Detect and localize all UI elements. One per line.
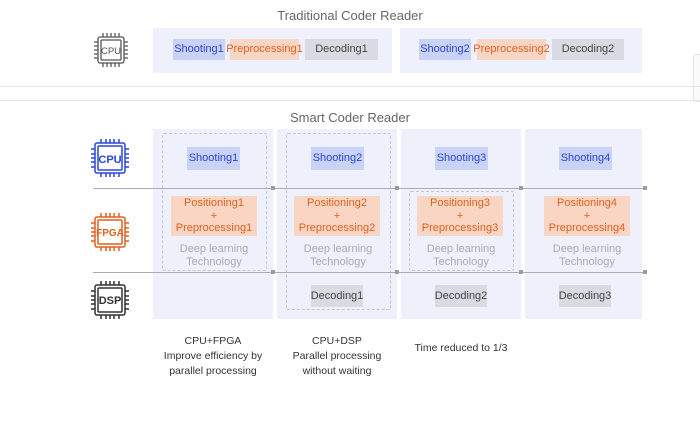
- node: [271, 270, 275, 274]
- smart-positioning1: Positioning1+Preprocessing1: [171, 196, 257, 236]
- cpu-chip-icon-blue: CPU: [91, 139, 129, 177]
- smart-decoding3: Decoding3: [559, 285, 611, 307]
- row-divider-2: [93, 272, 643, 273]
- dashed-group-2: [286, 133, 391, 310]
- fpga-label: FPGA: [96, 228, 124, 239]
- caption-time-reduced: Time reduced to 1/3: [414, 342, 508, 354]
- trad-shooting2: Shooting2: [419, 39, 471, 60]
- smart-decoding1: Decoding1: [311, 285, 363, 307]
- cpu-label: CPU: [98, 154, 121, 166]
- trad-preprocessing2: Preprocessing2: [473, 39, 550, 60]
- cpu-chip-label: CPU: [101, 46, 121, 57]
- node: [643, 270, 647, 274]
- traditional-title: Traditional Coder Reader: [277, 8, 423, 23]
- node: [519, 186, 523, 190]
- trad-preprocessing1: Preprocessing1: [226, 39, 303, 60]
- node: [271, 186, 275, 190]
- dashed-group-1: [162, 133, 267, 271]
- smart-shooting3: Shooting3: [435, 147, 488, 170]
- smart-positioning3: Positioning3+Preprocessing3: [417, 196, 503, 236]
- trad-decoding1: Decoding1: [305, 39, 378, 60]
- smart-positioning2: Positioning2+Preprocessing2: [294, 196, 380, 236]
- dsp-chip-icon: DSP: [91, 281, 129, 319]
- node: [395, 186, 399, 190]
- node: [519, 270, 523, 274]
- smart-shooting4: Shooting4: [559, 147, 612, 170]
- separator-top: [0, 86, 700, 87]
- smart-decoding2: Decoding2: [435, 285, 487, 307]
- cpu-chip-icon: CPU: [94, 33, 128, 67]
- dashed-group-3: [409, 191, 514, 271]
- row-divider-1: [93, 188, 643, 189]
- smart-shooting1: Shooting1: [187, 147, 240, 170]
- smart-positioning4: Positioning4+Preprocessing4: [544, 196, 630, 236]
- smart-shooting2: Shooting2: [311, 147, 364, 170]
- trad-shooting1: Shooting1: [173, 39, 225, 60]
- fpga-chip-icon: FPGA: [91, 213, 129, 251]
- trad-decoding2: Decoding2: [552, 39, 624, 60]
- node: [395, 270, 399, 274]
- scroll-handle[interactable]: [693, 54, 700, 102]
- dsp-label: DSP: [99, 295, 122, 307]
- node: [643, 186, 647, 190]
- smart-title: Smart Coder Reader: [290, 110, 410, 125]
- separator-bottom: [0, 100, 700, 101]
